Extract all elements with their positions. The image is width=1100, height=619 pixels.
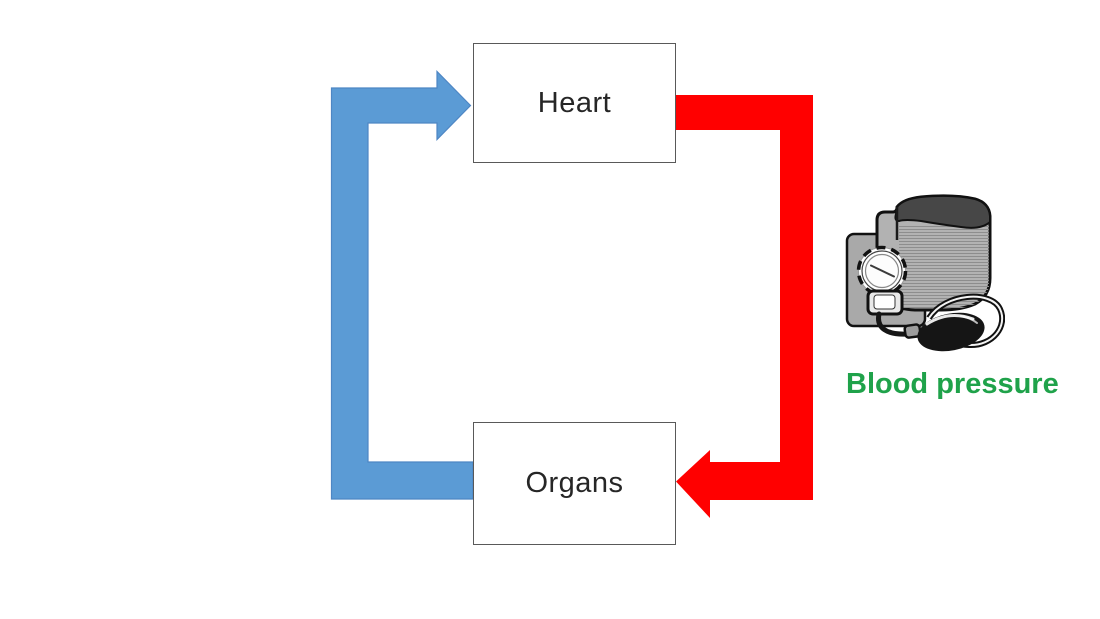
heart-node: Heart [473,43,676,163]
monitor-tube [876,311,910,337]
monitor-gauge-needle [870,264,895,278]
blood-pressure-monitor-icon [845,194,1005,352]
heart-to-organs-arrow [676,95,813,518]
monitor-bulb [917,312,985,352]
blood-pressure-caption: Blood pressure [846,368,1059,400]
organs-node-label: Organs [525,467,624,499]
heart-node-label: Heart [537,86,612,119]
organs-node: Organs [473,422,676,545]
monitor-cuff-top [894,194,991,229]
organs-to-heart-arrow [330,70,474,500]
